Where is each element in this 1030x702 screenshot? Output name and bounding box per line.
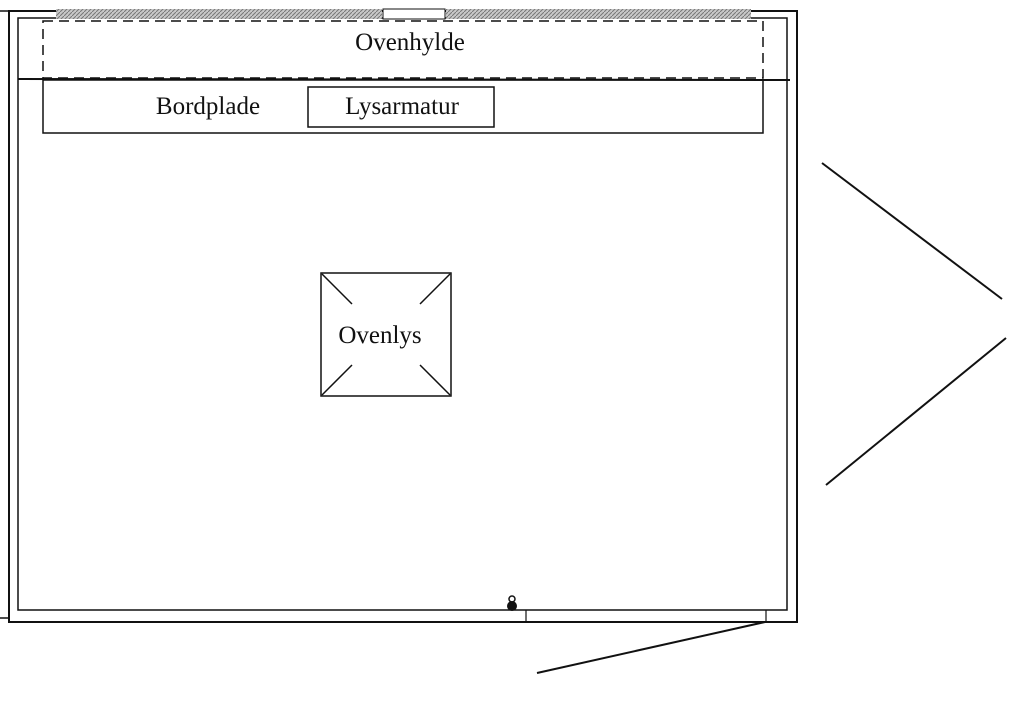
door-swing-right-upper	[821, 162, 1003, 300]
door-threshold	[525, 610, 767, 621]
door-swing-bottom	[536, 621, 766, 674]
light-fixture: Lysarmatur	[307, 86, 495, 128]
light-fixture-label: Lysarmatur	[345, 93, 460, 120]
door-swing-right-lower	[825, 337, 1007, 486]
top-shelf: Ovenhylde	[42, 20, 764, 79]
window-left	[56, 9, 382, 19]
countertop: Bordplade	[42, 79, 764, 134]
lock-icon	[507, 595, 517, 611]
window-gap	[382, 8, 446, 20]
skylight-label: Ovenlys	[338, 322, 421, 349]
countertop-label: Bordplade	[156, 93, 260, 120]
window-right	[446, 9, 751, 19]
top-shelf-label: Ovenhylde	[355, 29, 465, 56]
skylight: Ovenlys	[320, 272, 452, 397]
